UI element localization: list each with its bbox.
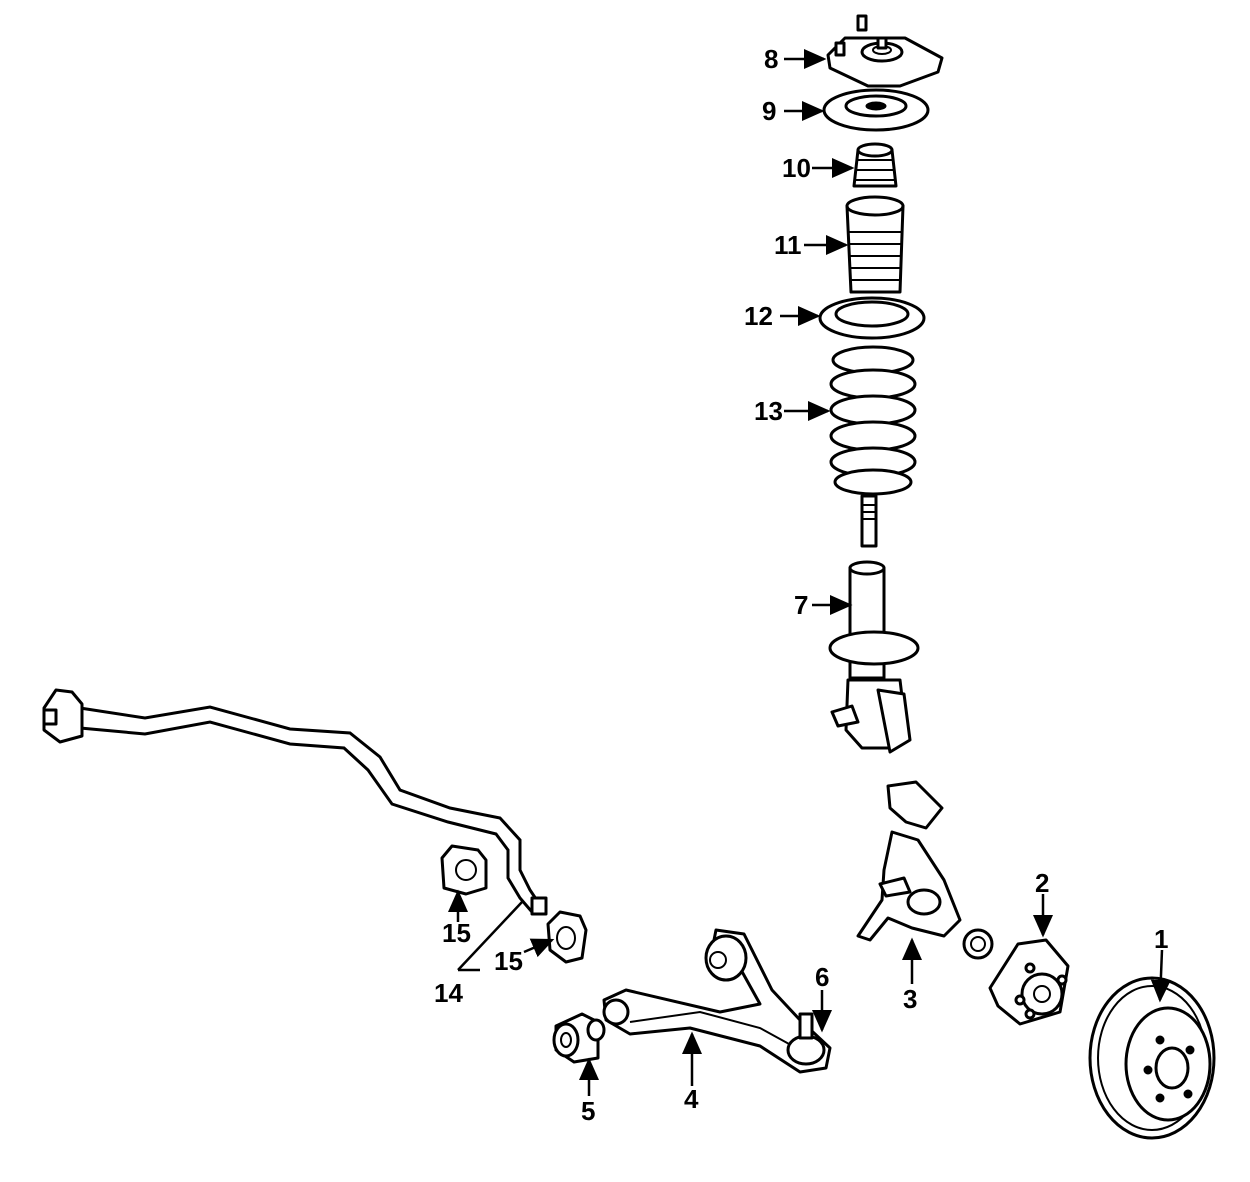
callout-1: 1 <box>1154 924 1168 954</box>
callout-14: 14 <box>434 978 463 1008</box>
leader-15b <box>523 938 555 958</box>
coil-spring-part <box>829 345 917 496</box>
callout-8: 8 <box>764 44 778 74</box>
steering-knuckle-part <box>856 780 962 942</box>
stabilizer-bar-part <box>42 688 548 916</box>
callout-6: 6 <box>815 962 829 992</box>
callout-4: 4 <box>684 1084 699 1114</box>
control-arm-bushing-part <box>552 1012 606 1064</box>
callout-labels: 1 2 3 4 5 6 7 8 9 10 11 12 13 14 15 15 <box>434 44 1168 1126</box>
stabilizer-link-bushing-part <box>546 910 588 964</box>
dust-boot-part <box>845 195 905 294</box>
callout-9: 9 <box>762 96 776 126</box>
callout-13: 13 <box>754 396 783 426</box>
brake-rotor-part <box>1088 976 1216 1140</box>
callout-3: 3 <box>903 984 917 1014</box>
leader-1 <box>1150 949 1171 1003</box>
lower-control-arm-part <box>602 928 832 1074</box>
callout-7: 7 <box>794 590 808 620</box>
callout-12: 12 <box>744 301 773 331</box>
strut-insulator-part <box>822 88 930 132</box>
jounce-bumper-part <box>852 142 898 188</box>
strut-mount-part <box>826 14 944 88</box>
leader-lines <box>448 49 1171 1096</box>
leader-14a <box>457 901 523 971</box>
stabilizer-bushing-part <box>440 844 488 896</box>
callout-10: 10 <box>782 153 811 183</box>
callout-15-lower: 15 <box>494 946 523 976</box>
hub-bearing-part <box>962 928 1070 1026</box>
ball-joint-part <box>786 1012 826 1066</box>
callout-2: 2 <box>1035 868 1049 898</box>
callout-11: 11 <box>774 230 802 260</box>
spring-insulator-part <box>818 296 926 340</box>
callout-5: 5 <box>581 1096 595 1126</box>
strut-assembly-part <box>828 494 920 754</box>
callout-15-upper: 15 <box>442 918 471 948</box>
